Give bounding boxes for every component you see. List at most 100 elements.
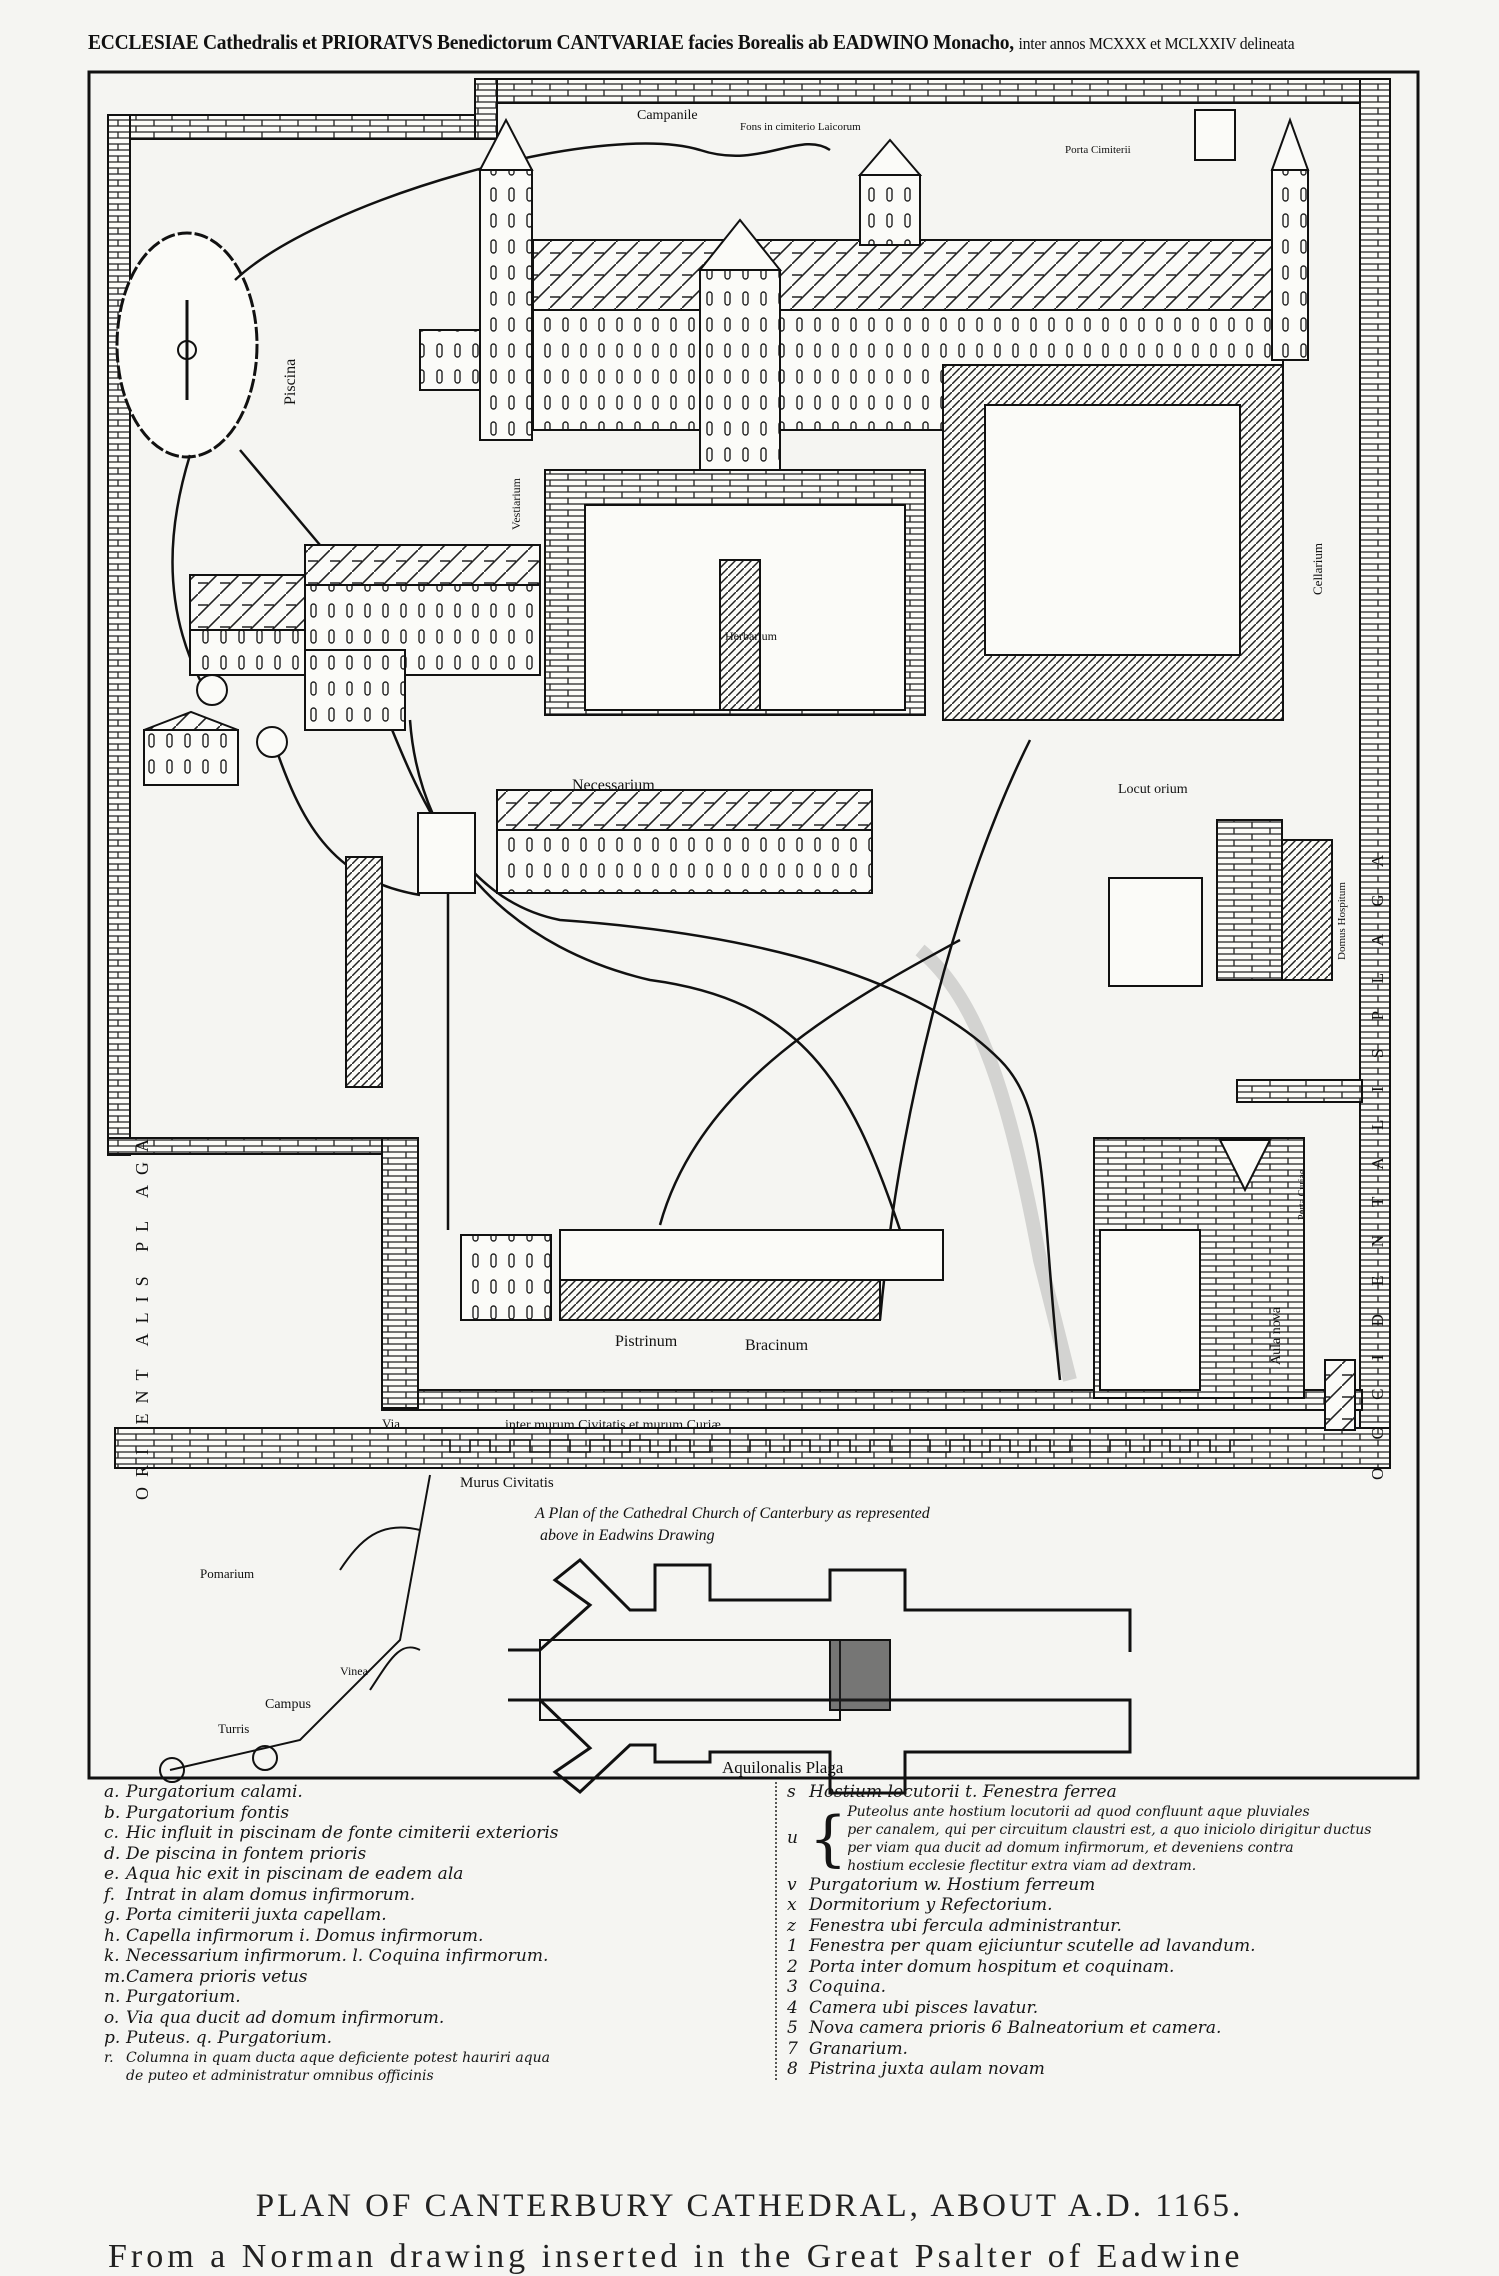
legend-text: Capella infirmorum i. Domus infirmorum. — [126, 1925, 484, 1946]
legend-text: Purgatorium calami. — [126, 1782, 303, 1802]
legend-key: x — [787, 1895, 797, 1915]
legend-key: s — [787, 1782, 796, 1802]
label-piscina: Piscina — [282, 359, 299, 405]
legend-key: d. — [104, 1843, 121, 1864]
label-turris: Turris — [218, 1721, 249, 1736]
legend-key: c. — [104, 1823, 119, 1843]
legend-text: Nova camera prioris 6 Balneatorium et ca… — [809, 2018, 1222, 2038]
precinct-walls — [107, 78, 1391, 1469]
legend-text: per viam qua ducit ad domum infirmorum, … — [847, 1839, 1294, 1856]
legend-text: Puteolus ante hostium locutorii ad quod … — [847, 1803, 1310, 1820]
legend-text: Aqua hic exit in piscinam de eadem ala — [126, 1864, 464, 1884]
legend-key: 5 — [787, 2018, 798, 2038]
legend-item: p.Puteus. q. Purgatorium. — [104, 2028, 559, 2049]
channel — [915, 944, 1077, 1382]
label-occidentalis-plaga: O C C I D E N T A L I S P L A G A — [1368, 843, 1387, 1480]
legend-item: 8 Pistrina juxta aulam novam — [787, 2059, 1371, 2080]
legend-item: d.De piscina in fontem prioris — [104, 1844, 559, 1865]
legend-item: 5 Nova camera prioris 6 Balneatorium et c… — [787, 2018, 1371, 2039]
legend-key: u — [787, 1828, 798, 1849]
map-frame — [87, 70, 1420, 1780]
legend-item: h.Capella infirmorum i. Domus infirmorum… — [104, 1926, 559, 1947]
legend-text: Coquina. — [809, 1977, 886, 1997]
label-aquilonalis-plaga: Aquilonalis Plaga — [722, 1758, 844, 1777]
legend-text: Dormitorium y Refectorium. — [809, 1895, 1053, 1915]
legend-item: f.Intrat in alam domus infirmorum. — [104, 1885, 559, 1906]
label-vinea: Vinea — [340, 1664, 369, 1678]
legend-key: 1 — [787, 1936, 798, 1956]
label-fons: Fons in cimiterio Laicorum — [740, 121, 861, 133]
infirmary-buildings — [143, 544, 541, 786]
legend-text: Porta inter domum hospitum et coquinam. — [809, 1956, 1175, 1977]
cloister — [544, 364, 1284, 721]
legend-item: g.Porta cimiterii juxta capellam. — [104, 1905, 559, 1926]
legend-text: Granarium. — [809, 2038, 908, 2059]
plan-note-line-2: above in Eadwins Drawing — [540, 1527, 715, 1544]
legend-item: o.Via qua ducit ad domum infirmorum. — [104, 2008, 559, 2029]
legend-item: n.Purgatorium. — [104, 1987, 559, 2008]
legend-item: m.Camera prioris vetus — [104, 1967, 559, 1988]
legend-key: 4 — [787, 1997, 798, 2018]
label-orientalis-plaga: ORI ENT ALIS PL AGA — [132, 1129, 152, 1500]
crenellated-wall — [430, 1439, 1250, 1453]
legend-key: a. — [104, 1782, 120, 1802]
caption-subline-cut: From a Norman drawing inserted in the Gr… — [108, 2238, 1244, 2275]
legend-key: n. — [104, 1987, 121, 2007]
legend-item: de puteo et administratur omnibus offici… — [104, 2067, 559, 2085]
legend-key: g. — [104, 1905, 121, 1925]
legend-item: x Dormitorium y Refectorium. — [787, 1895, 1371, 1916]
label-pomarium: Pomarium — [200, 1566, 254, 1581]
plan-note-line-1: A Plan of the Cathedral Church of Canter… — [534, 1505, 931, 1522]
legend-item: 2 Porta inter domum hospitum et coquinam. — [787, 1957, 1371, 1978]
legend-key: b. — [104, 1802, 121, 1823]
piscina-pond — [115, 231, 259, 459]
legend-key: 2 — [787, 1956, 798, 1977]
label-porta-curiae: Porta Curiae — [1297, 1169, 1308, 1220]
legend-text: Columna in quam ducta aque deficiente po… — [126, 2049, 550, 2066]
legend-text: Pistrina juxta aulam novam — [809, 2059, 1045, 2079]
legend-text: Puteus. q. Purgatorium. — [126, 2028, 333, 2048]
guest-house-complex — [1093, 819, 1356, 1431]
figure-caption: PLAN OF CANTERBURY CATHEDRAL, ABOUT A.D.… — [255, 2188, 1244, 2224]
legend-text: De piscina in fontem prioris — [126, 1843, 367, 1864]
label-campanile: Campanile — [637, 108, 698, 123]
label-bracinum: Bracinum — [745, 1337, 809, 1354]
legend-item: r.Columna in quam ducta aque deficiente … — [104, 2049, 559, 2067]
label-aula-nova: Aula nova — [1269, 1306, 1284, 1365]
legend-text: per canalem, qui per circuitum claustri … — [847, 1821, 1372, 1838]
legend-text: Via qua ducit ad domum infirmorum. — [126, 2007, 445, 2028]
orchard-vines — [159, 1474, 431, 1783]
legend-key: p. — [104, 2028, 121, 2048]
label-via: Via — [382, 1416, 400, 1431]
map-title-tail: inter annos MCXXX et MCLXXIV delineata — [1018, 34, 1295, 53]
label-necessarium: Necessarium — [572, 777, 655, 794]
legend-item: k.Necessarium infirmorum. l. Coquina inf… — [104, 1946, 559, 1967]
legend-text: Fenestra per quam ejiciuntur scutelle ad… — [809, 1936, 1256, 1956]
legend-text: Porta cimiterii juxta capellam. — [126, 1905, 387, 1925]
legend-text: de puteo et administratur omnibus offici… — [126, 2067, 434, 2084]
legend-text: Hic influit in piscinam de fonte cimiter… — [126, 1823, 559, 1843]
legend-key: v — [787, 1874, 797, 1895]
legend-item: e. Aqua hic exit in piscinam de eadem ala — [104, 1864, 559, 1885]
legend-key: f. — [104, 1884, 116, 1905]
legend-key: k. — [104, 1946, 120, 1966]
necessarium-building — [345, 789, 873, 1088]
label-porta-cimiterii: Porta Cimiterii — [1065, 144, 1131, 156]
label-murus-civitatis: Murus Civitatis — [460, 1475, 554, 1491]
legend-item: 7 Granarium. — [787, 2039, 1371, 2060]
legend-item: c. Hic influit in piscinam de fonte cimit… — [104, 1823, 559, 1844]
bakehouse-brewhouse — [460, 1229, 944, 1321]
legend-item: b.Purgatorium fontis — [104, 1803, 559, 1824]
label-vestiarium: Vestiarium — [509, 477, 523, 530]
brace-icon: { — [809, 1803, 848, 1874]
legend-left: a. Purgatorium calami.b.Purgatorium fonti… — [104, 1782, 559, 2085]
legend-key: e. — [104, 1864, 120, 1884]
legend-key: 7 — [787, 2038, 798, 2059]
legend-text: Purgatorium fontis — [126, 1802, 290, 1823]
legend-key: 8 — [787, 2059, 798, 2079]
